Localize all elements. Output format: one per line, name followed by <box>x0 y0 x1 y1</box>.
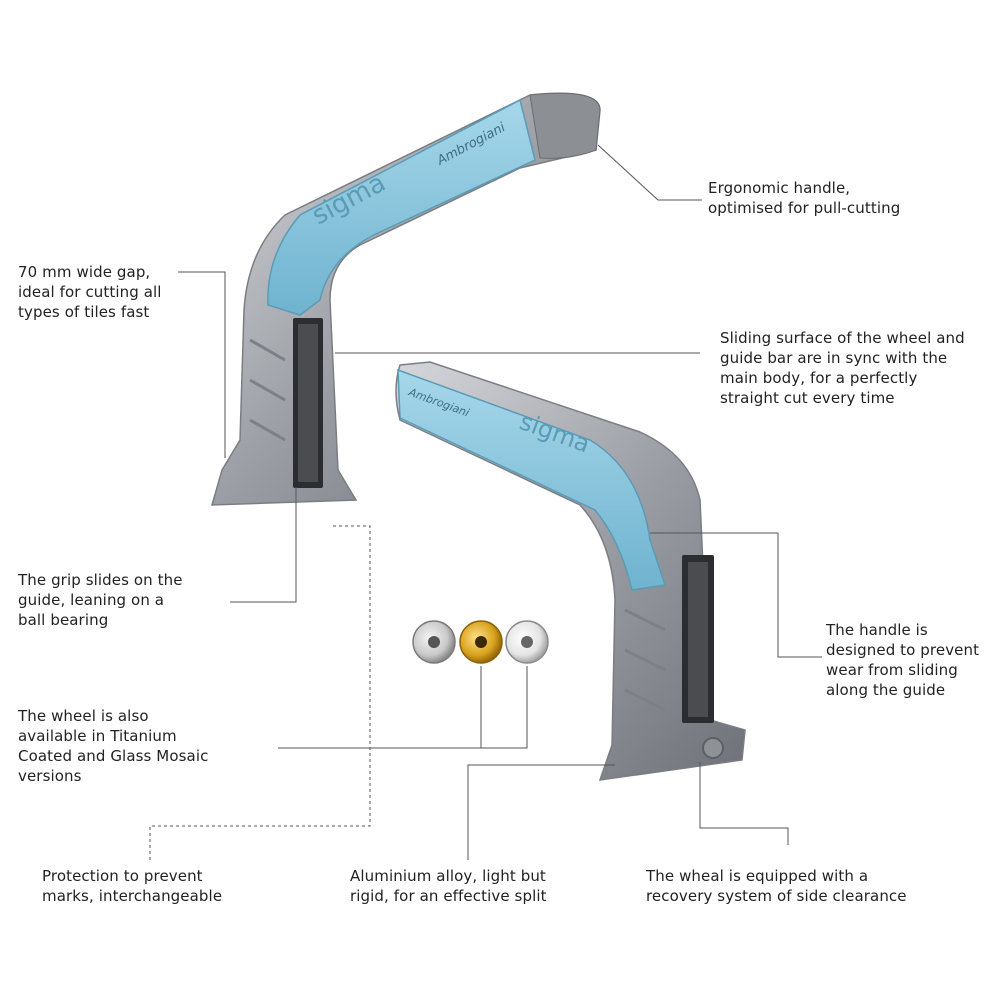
lower-bearing <box>702 737 724 759</box>
label-sliding-surface: Sliding surface of the wheel and guide b… <box>720 329 965 407</box>
lower-metal-body <box>395 361 746 781</box>
leader-gap <box>178 271 226 458</box>
wheel-glass-mosaic <box>505 620 549 664</box>
label-ergonomic-handle: Ergonomic handle, optimised for pull-cut… <box>708 179 901 217</box>
wheel-titanium <box>459 620 503 664</box>
label-aluminium-alloy: Aluminium alloy, light but rigid, for an… <box>350 867 547 905</box>
label-recovery-system: The wheal is equipped with a recovery sy… <box>646 867 907 905</box>
upper-blue-grip <box>267 98 536 316</box>
leader-protection <box>149 525 371 860</box>
upper-ribs <box>249 338 286 442</box>
wheel-standard <box>412 620 456 664</box>
leader-handle <box>650 532 822 658</box>
leader-lines <box>149 144 822 860</box>
label-wide-gap: 70 mm wide gap, ideal for cutting all ty… <box>18 263 162 321</box>
leader-ergonomic <box>597 144 702 201</box>
label-protection: Protection to prevent marks, interchange… <box>42 867 223 905</box>
leader-grip <box>230 487 297 603</box>
upper-handle-cap <box>529 92 601 159</box>
leader-aluminium <box>467 764 615 860</box>
label-handle-wear: The handle is designed to prevent wear f… <box>826 621 980 699</box>
cutting-wheels <box>412 620 549 664</box>
label-grip-slides: The grip slides on the guide, leaning on… <box>18 571 183 629</box>
leader-recovery <box>699 762 789 845</box>
lower-blue-grip <box>397 368 666 591</box>
tile-cutter-lower: sigma Ambrogiani <box>395 361 746 781</box>
lower-ribs <box>624 608 666 712</box>
label-wheel-versions: The wheel is also available in Titanium … <box>18 707 209 785</box>
leader-wheel <box>278 666 528 749</box>
